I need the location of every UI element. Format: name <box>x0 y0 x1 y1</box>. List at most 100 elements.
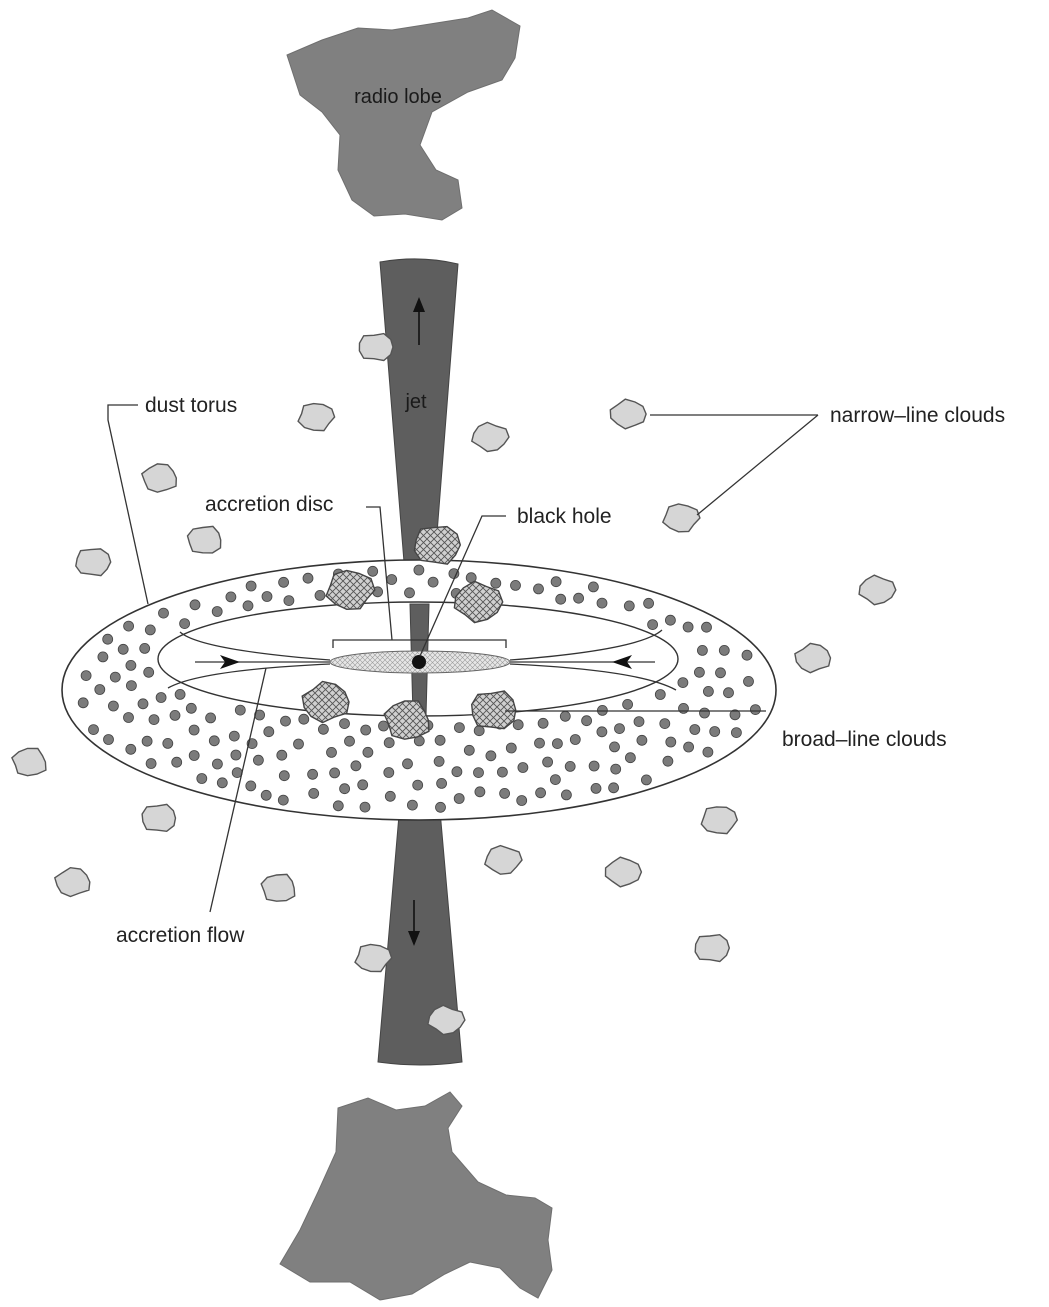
dust-grain <box>140 643 150 653</box>
dust-grain <box>694 667 704 677</box>
dust-grain <box>209 736 219 746</box>
dust-grain <box>81 671 91 681</box>
dust-grain <box>126 681 136 691</box>
dust-grain <box>172 757 182 767</box>
dust-grain <box>278 795 288 805</box>
dust-grain <box>634 717 644 727</box>
dust-grain <box>624 601 634 611</box>
dust-grain <box>363 747 373 757</box>
dust-grain <box>506 743 516 753</box>
black-hole <box>412 655 426 669</box>
dust-grain <box>345 736 355 746</box>
dust-grain <box>333 801 343 811</box>
dust-grain <box>565 761 575 771</box>
dust-grain <box>89 725 99 735</box>
broad-line-cloud <box>414 527 460 565</box>
narrow-line-cloud <box>859 575 896 605</box>
dust-grain <box>454 794 464 804</box>
dust-grain <box>556 594 566 604</box>
dust-grain <box>197 774 207 784</box>
dust-grain <box>407 800 417 810</box>
dust-grain <box>697 645 707 655</box>
dust-grain <box>551 577 561 587</box>
broad-line-cloud <box>472 691 516 729</box>
dust-grain <box>340 784 350 794</box>
dust-grain <box>518 763 528 773</box>
dust-grain <box>98 652 108 662</box>
dust-grain <box>126 744 136 754</box>
narrow-line-cloud <box>188 526 221 553</box>
dust-grain <box>159 608 169 618</box>
narrow-line-cloud <box>695 935 729 962</box>
dust-grain <box>243 601 253 611</box>
dust-grain <box>641 775 651 785</box>
dust-grain <box>175 689 185 699</box>
narrow-line-cloud <box>663 504 700 532</box>
dust-grain <box>742 650 752 660</box>
dust-grain <box>308 769 318 779</box>
dust-grain <box>702 622 712 632</box>
dust-grain <box>724 688 734 698</box>
dust-grain <box>413 780 423 790</box>
dust-grain <box>145 625 155 635</box>
dust-grain <box>146 759 156 769</box>
dust-grain <box>536 788 546 798</box>
dust-grain <box>384 768 394 778</box>
dust-grain <box>186 703 196 713</box>
narrow-line-cloud <box>55 868 90 897</box>
dust-grain <box>475 787 485 797</box>
dust-grain <box>235 705 245 715</box>
dust-grain <box>261 790 271 800</box>
dust-grain <box>149 715 159 725</box>
dust-torus-label: dust torus <box>145 394 237 417</box>
radio-lobe-label: radio lobe <box>354 86 442 108</box>
dust-grain <box>379 721 389 731</box>
dust-grain <box>387 575 397 585</box>
dust-grain <box>678 678 688 688</box>
narrow-line-cloud <box>76 549 111 576</box>
dust-grain <box>189 751 199 761</box>
dust-grain <box>454 723 464 733</box>
dust-grain <box>351 761 361 771</box>
narrow-line-clouds-label: narrow–line clouds <box>830 404 1005 427</box>
narrow-line-clouds-leader-2 <box>697 415 818 515</box>
accretion-flow-label: accretion flow <box>116 924 245 947</box>
dust-grain <box>108 701 118 711</box>
dust-grain <box>330 768 340 778</box>
dust-grain <box>750 705 760 715</box>
dust-grain <box>660 719 670 729</box>
dust-grain <box>264 727 274 737</box>
dust-grain <box>582 716 592 726</box>
dust-grain <box>486 751 496 761</box>
dust-grain <box>474 768 484 778</box>
dust-grain <box>574 593 584 603</box>
dust-grain <box>655 690 665 700</box>
dust-grain <box>126 660 136 670</box>
dust-grain <box>648 620 658 630</box>
dust-grain <box>403 759 413 769</box>
dust-grain <box>189 725 199 735</box>
radio-lobe-top <box>287 10 520 220</box>
dust-grain <box>246 581 256 591</box>
dust-grain <box>560 711 570 721</box>
narrow-line-cloud <box>142 464 177 492</box>
dust-grain <box>719 645 729 655</box>
narrow-line-cloud <box>610 399 646 429</box>
dust-grain <box>535 738 545 748</box>
dust-grain <box>611 764 621 774</box>
dust-grain <box>279 577 289 587</box>
dust-grain <box>78 698 88 708</box>
dust-grain <box>610 742 620 752</box>
dust-grain <box>405 588 415 598</box>
dust-grain <box>262 592 272 602</box>
dust-grain <box>170 710 180 720</box>
dust-grain <box>361 725 371 735</box>
dust-grain <box>609 783 619 793</box>
dust-grain <box>644 598 654 608</box>
dust-grain <box>156 693 166 703</box>
jet-label: jet <box>404 391 427 413</box>
dust-grain <box>142 736 152 746</box>
black-hole-label: black hole <box>517 505 612 528</box>
dust-grain <box>284 596 294 606</box>
dust-grain <box>279 771 289 781</box>
